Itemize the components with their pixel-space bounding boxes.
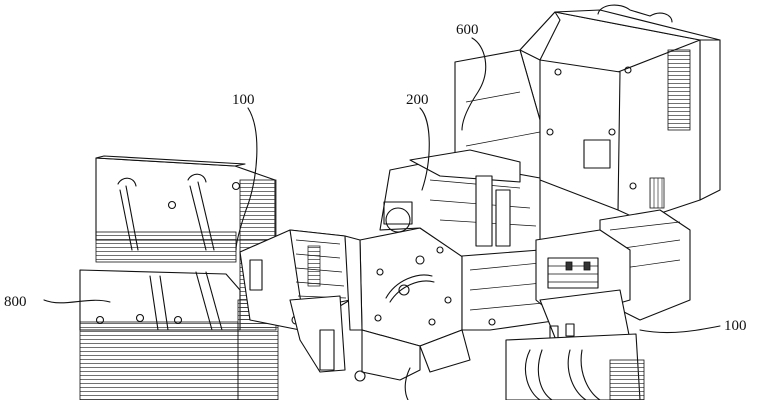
- label-200: 200: [406, 92, 429, 108]
- housing-600: [454, 4, 721, 321]
- label-800: 800: [4, 294, 27, 310]
- connector-module-100-right: [505, 229, 645, 400]
- middle-frame: [379, 149, 561, 331]
- leader-100-top: [235, 107, 258, 251]
- leader-600: [461, 37, 487, 131]
- label-100-top: 100: [232, 92, 255, 108]
- label-600: 600: [456, 22, 479, 38]
- leader-200: [419, 107, 430, 191]
- leader-100-right: [639, 325, 721, 334]
- central-plate-200: [344, 227, 471, 382]
- label-100-right: 100: [724, 318, 747, 334]
- connector-module-100-left: [239, 229, 351, 373]
- leader-800: [43, 299, 111, 304]
- leader-lines: [43, 37, 721, 400]
- reference-labels: 600 200 100 800 100: [4, 22, 747, 334]
- leader-bottom: [404, 367, 411, 400]
